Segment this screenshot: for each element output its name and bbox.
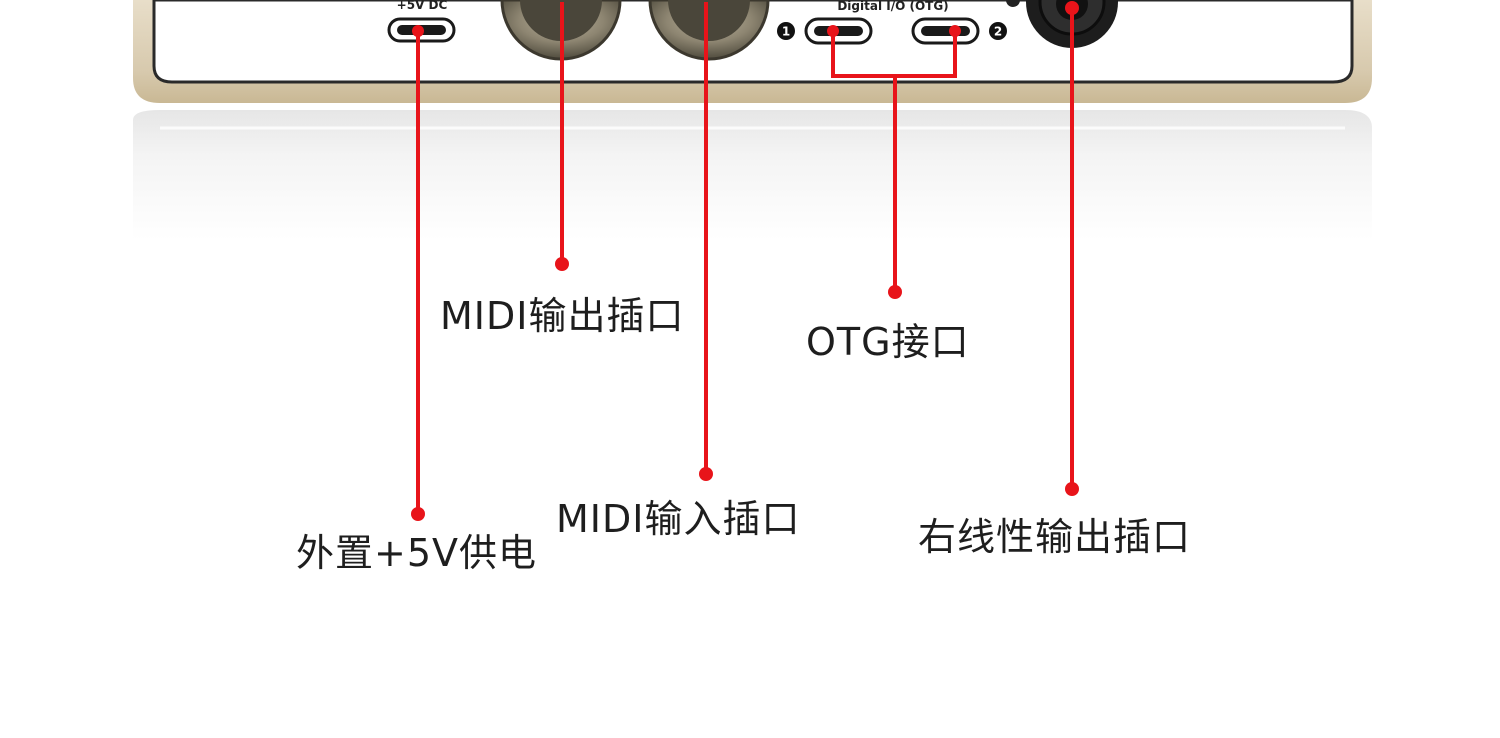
dot-right-out-end <box>1065 482 1079 496</box>
port-number-1: 1 <box>782 25 790 39</box>
dc-jack-label: +5V DC <box>397 0 448 12</box>
midi-in-connector-inner <box>668 0 750 41</box>
leader-endpoints <box>411 1 1079 521</box>
port-number-2: 2 <box>994 25 1002 39</box>
device-reflection <box>133 110 1372 240</box>
dot-dc-top <box>412 25 424 37</box>
otg-label: OTG接口 <box>806 320 970 364</box>
dot-midi-out-end <box>555 257 569 271</box>
midi-out-label: MIDI输出插口 <box>440 294 685 338</box>
dot-dc-end <box>411 507 425 521</box>
right-line-out-label: 右线性输出插口 <box>918 515 1192 559</box>
external-power-label: 外置+5V供电 <box>296 531 538 575</box>
leader-lines <box>416 2 1074 514</box>
dot-otg-1 <box>827 25 839 37</box>
dot-otg-end <box>888 285 902 299</box>
digital-io-label: Digital I/O (OTG) <box>837 0 948 13</box>
midi-in-label: MIDI输入插口 <box>556 497 801 541</box>
dot-right-out-top <box>1065 1 1079 15</box>
usb-c-port-2-inner <box>921 26 970 36</box>
small-screw-icon <box>1006 0 1020 7</box>
dot-midi-in-end <box>699 467 713 481</box>
port-number-2-badge <box>989 22 1007 40</box>
dot-otg-2 <box>949 25 961 37</box>
port-number-1-badge <box>777 22 795 40</box>
